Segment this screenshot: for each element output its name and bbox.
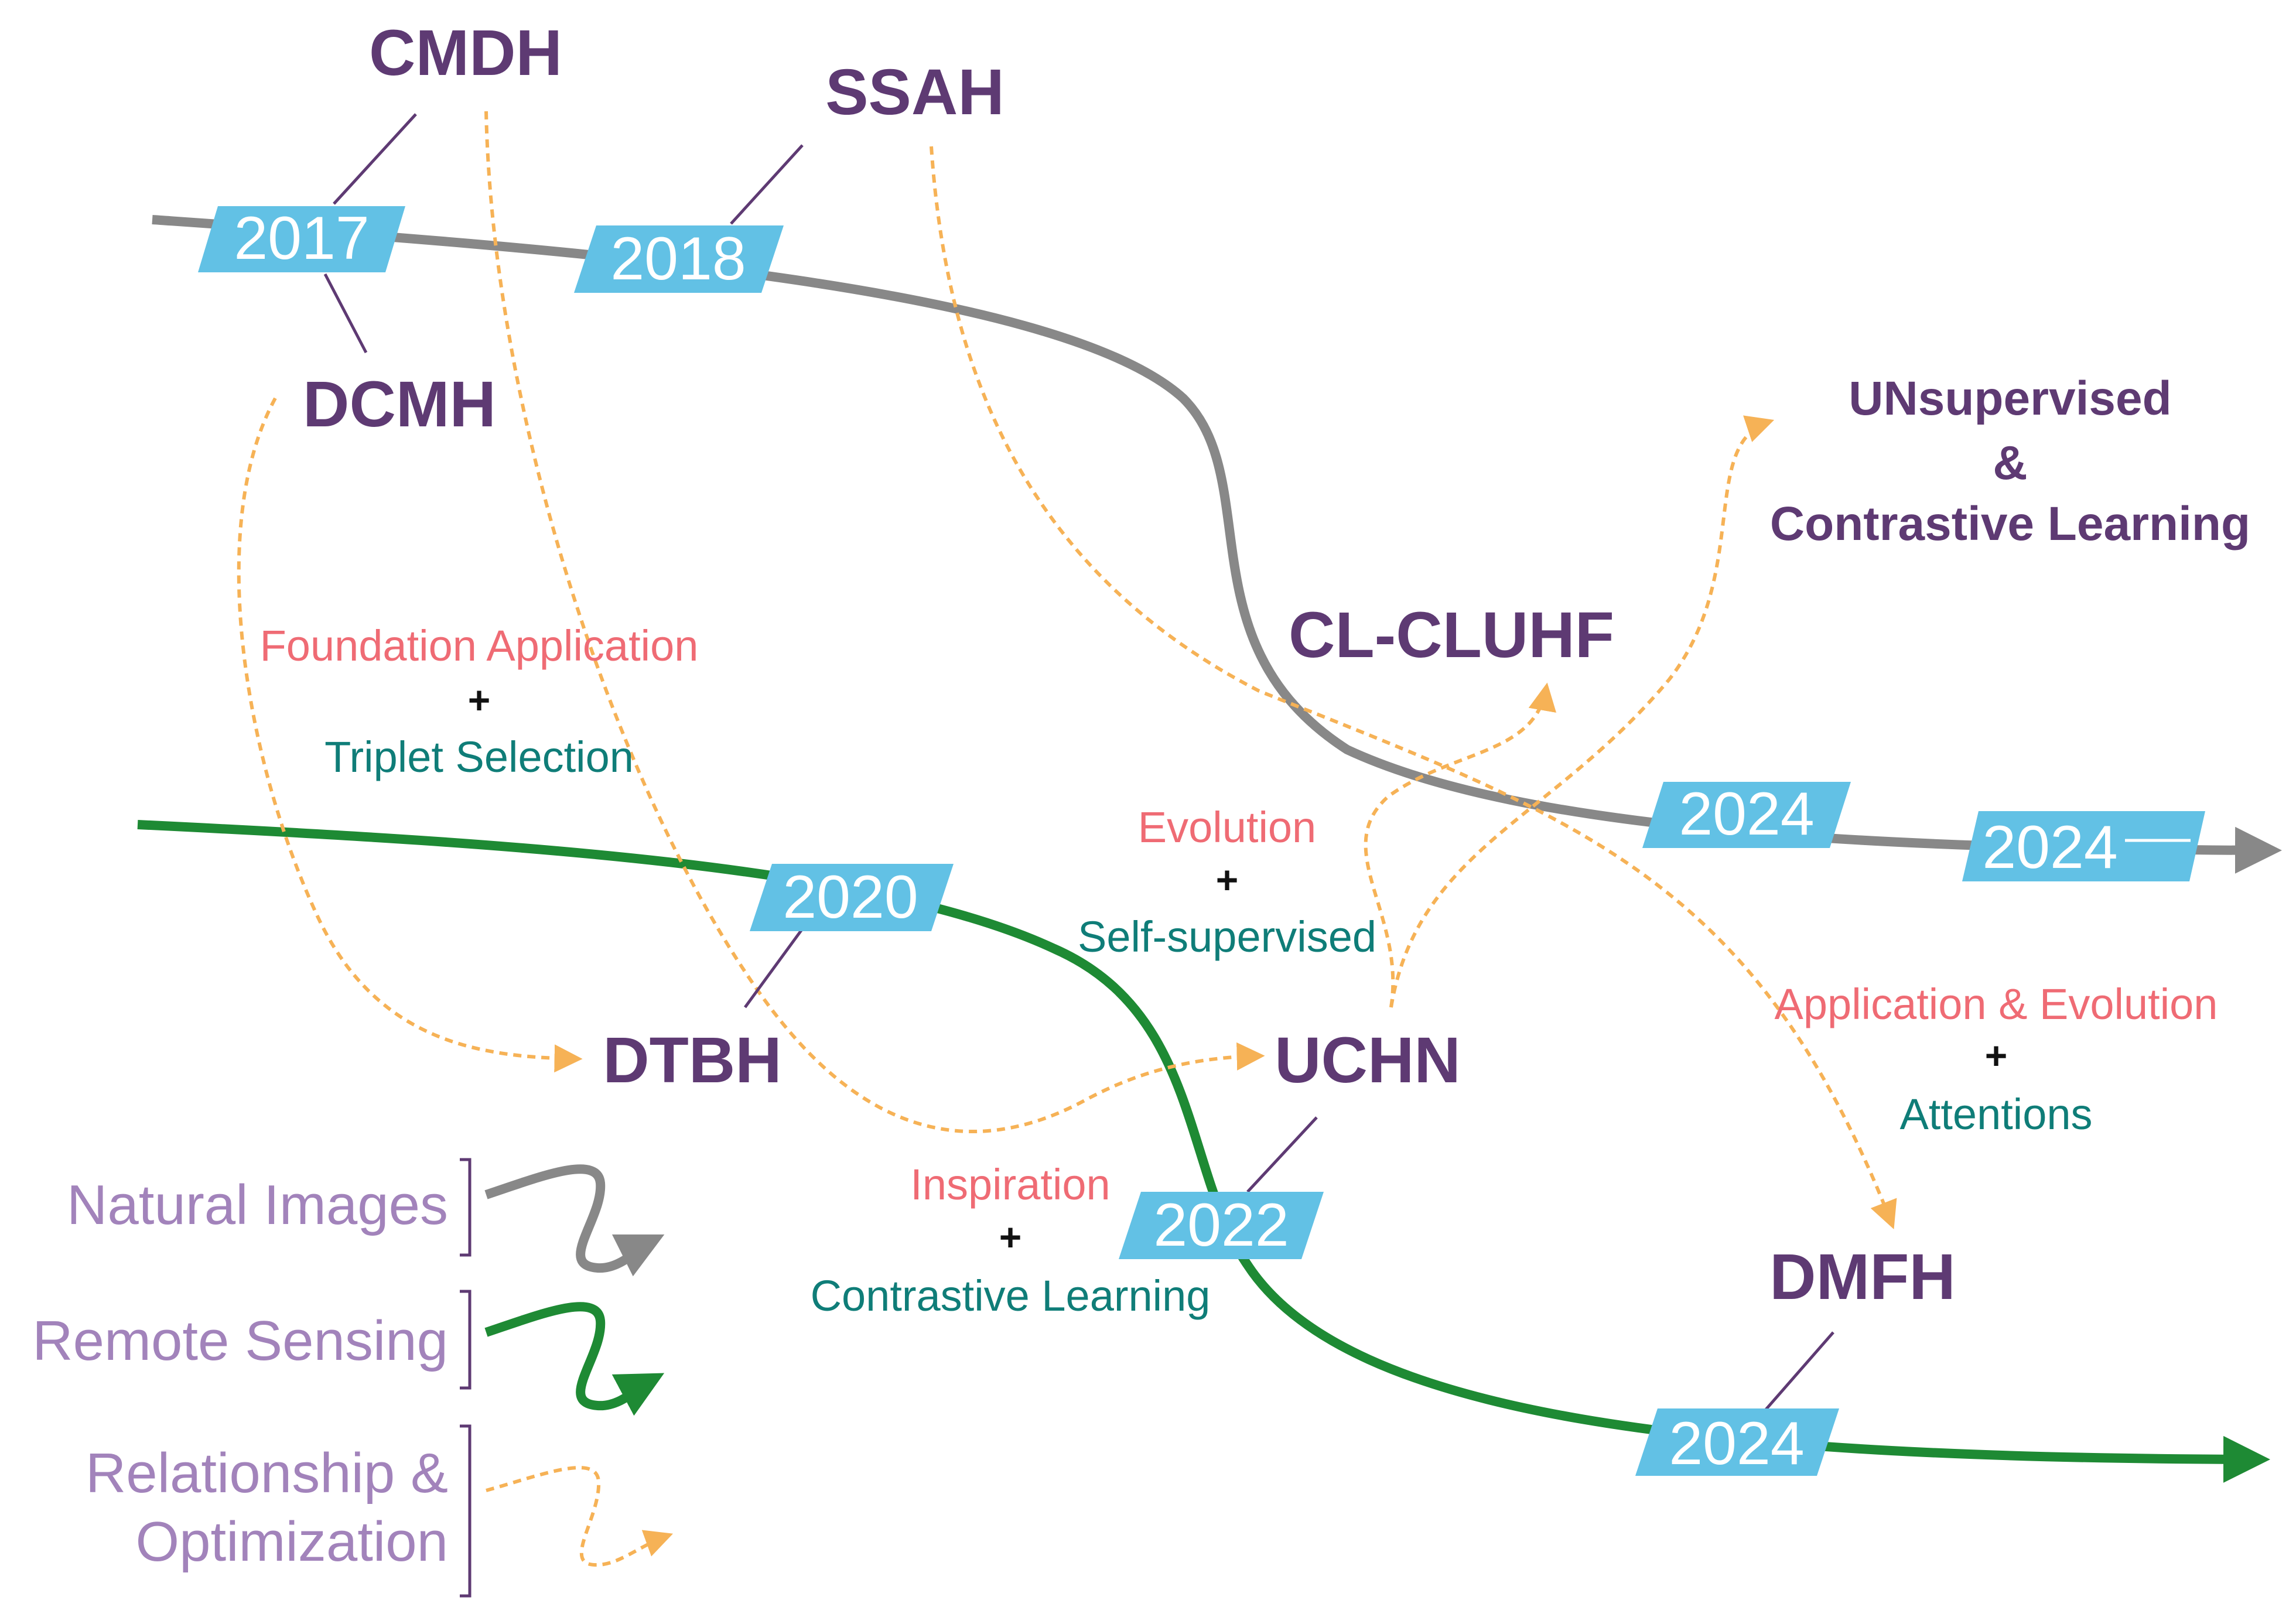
svg-text:&: & xyxy=(1993,436,2027,490)
svg-text:Foundation Application: Foundation Application xyxy=(260,621,699,670)
method-cl-cluhf: CL-CLUHF xyxy=(1289,599,1614,671)
method-dcmh: DCMH xyxy=(303,368,496,440)
legend-relationship: Relationship & Optimization xyxy=(86,1424,674,1598)
arrow-uchn-to-cl-cluhf xyxy=(1364,682,1557,1008)
svg-text:UNsupervised: UNsupervised xyxy=(1849,372,2171,425)
method-dtbh: DTBH xyxy=(603,1024,782,1096)
arrow-uchn-to-goal xyxy=(1389,415,1775,1008)
svg-text:2017: 2017 xyxy=(234,204,369,272)
svg-text:Relationship &: Relationship & xyxy=(86,1442,448,1505)
svg-text:Self-supervised: Self-supervised xyxy=(1078,912,1376,961)
year-badge-2017: 2017 xyxy=(198,204,405,272)
relation-foundation: Foundation Application + Triplet Selecti… xyxy=(260,621,699,781)
svg-text:Application & Evolution: Application & Evolution xyxy=(1775,980,2218,1028)
svg-text:2018: 2018 xyxy=(610,225,746,293)
svg-text:2024: 2024 xyxy=(1679,780,1814,848)
svg-text:Contrastive Learning: Contrastive Learning xyxy=(811,1271,1211,1320)
relation-application: Application & Evolution + Attentions xyxy=(1775,980,2218,1138)
svg-text:Inspiration: Inspiration xyxy=(910,1160,1110,1209)
svg-text:+: + xyxy=(1985,1034,2008,1077)
legend-natural-images: Natural Images xyxy=(67,1158,665,1277)
svg-text:Evolution: Evolution xyxy=(1138,803,1316,852)
svg-text:Natural Images: Natural Images xyxy=(67,1174,448,1236)
legend-remote-sensing: Remote Sensing xyxy=(32,1290,665,1416)
arrow-ssah-to-dmfh xyxy=(930,146,1897,1229)
svg-text:2024: 2024 xyxy=(1982,813,2117,881)
goal-label: UNsupervised & Contrastive Learning xyxy=(1770,372,2250,551)
relation-evolution: Evolution + Self-supervised xyxy=(1078,803,1376,961)
method-dmfh: DMFH xyxy=(1769,1241,1956,1313)
legend-relationship-swatch xyxy=(486,1466,674,1567)
svg-text:Optimization: Optimization xyxy=(135,1510,448,1573)
svg-text:2022: 2022 xyxy=(1153,1191,1289,1259)
svg-text:Contrastive Learning: Contrastive Learning xyxy=(1770,497,2250,551)
svg-text:+: + xyxy=(468,678,491,722)
legend-remote-swatch xyxy=(484,1302,665,1416)
year-badge-2020: 2020 xyxy=(750,863,954,931)
year-badge-2024-natural-a: 2024 xyxy=(1642,780,1851,848)
legend-natural-swatch xyxy=(484,1164,665,1277)
year-badge-2024-remote: 2024 xyxy=(1635,1408,1839,1478)
year-badge-2018: 2018 xyxy=(574,225,784,293)
legend: Natural Images Remote Sensing Relationsh… xyxy=(32,1158,674,1598)
svg-text:Attentions: Attentions xyxy=(1899,1090,2092,1138)
svg-text:2024: 2024 xyxy=(1669,1410,1804,1478)
method-cmdh: CMDH xyxy=(369,17,562,89)
year-badge-2022: 2022 xyxy=(1119,1191,1324,1259)
arrow-cmdh-to-uchn xyxy=(484,111,1265,1134)
arrow-dcmh-to-dtbh xyxy=(237,397,583,1073)
svg-text:+: + xyxy=(1216,858,1239,901)
relation-inspiration: Inspiration + Contrastive Learning xyxy=(811,1160,1211,1320)
svg-text:Triplet Selection: Triplet Selection xyxy=(324,733,634,781)
svg-text:Remote Sensing: Remote Sensing xyxy=(32,1310,448,1372)
method-uchn: UCHN xyxy=(1275,1024,1461,1096)
year-badge-2024-natural-b: 2024 xyxy=(1962,811,2205,881)
svg-text:+: + xyxy=(999,1215,1022,1259)
svg-text:2020: 2020 xyxy=(783,863,918,931)
method-ssah: SSAH xyxy=(825,56,1004,128)
